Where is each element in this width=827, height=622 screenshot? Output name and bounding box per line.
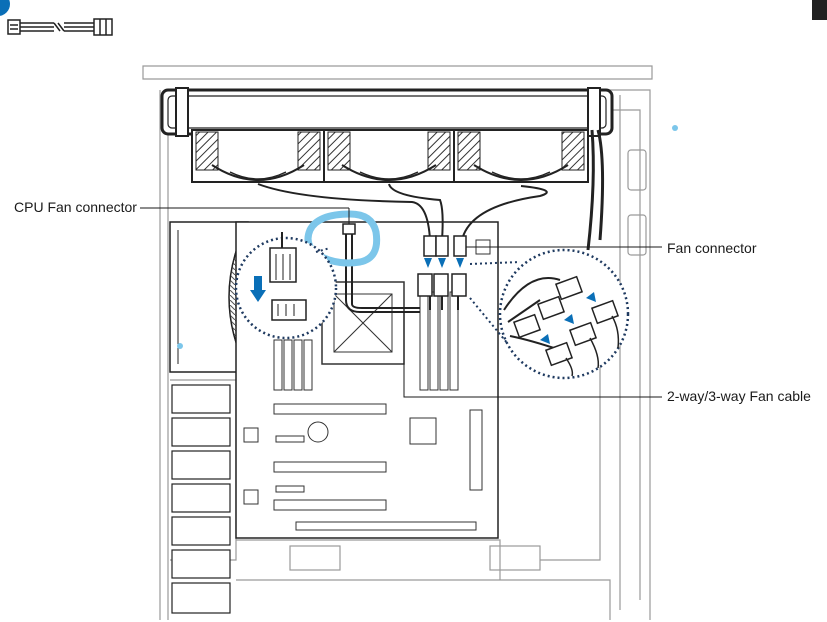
pc-chassis bbox=[142, 65, 653, 620]
fan-row bbox=[191, 129, 589, 183]
fan-3 bbox=[453, 129, 589, 183]
inset-fan-splitter bbox=[498, 248, 630, 380]
fan-2 bbox=[323, 129, 455, 183]
pci-brackets bbox=[171, 384, 231, 614]
fan-cable-icon bbox=[7, 18, 113, 36]
fan-connector-label: Fan connector bbox=[667, 240, 757, 256]
page-corner-tab bbox=[812, 0, 827, 20]
fan-splitter-connectors bbox=[417, 235, 467, 310]
step-badge bbox=[0, 0, 10, 16]
fan-cable-label: 2-way/3-way Fan cable bbox=[667, 388, 811, 404]
marker-dot bbox=[177, 343, 183, 349]
arrow-icons bbox=[424, 258, 464, 268]
fan-1 bbox=[191, 129, 325, 183]
marker-dot bbox=[672, 125, 678, 131]
inset-cpu-connector bbox=[234, 232, 338, 340]
inset-dotted-leaders bbox=[315, 247, 521, 345]
cpu-fan-connector-label: CPU Fan connector bbox=[14, 199, 137, 215]
callout-leaders bbox=[140, 207, 662, 398]
fan-cables bbox=[257, 183, 548, 313]
